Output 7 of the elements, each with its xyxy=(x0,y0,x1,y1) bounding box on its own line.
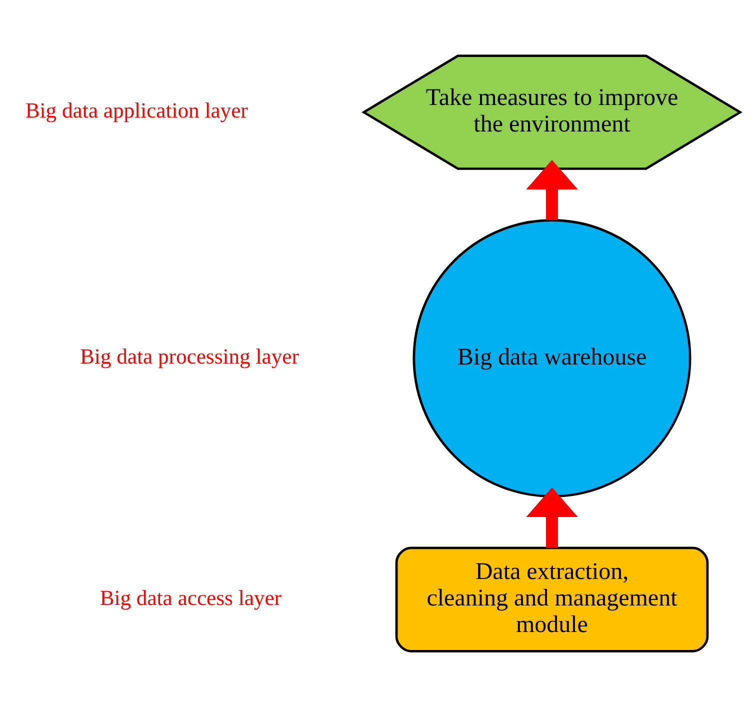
node-box: Data extraction, cleaning and management module xyxy=(395,546,709,652)
arrow xyxy=(526,159,578,220)
label: Big data access layer xyxy=(100,585,282,610)
label: Big data processing layer xyxy=(80,344,299,368)
node-circle: Big data warehouse xyxy=(412,218,692,498)
label: Big data application layer xyxy=(25,98,248,122)
arrow xyxy=(526,486,578,548)
